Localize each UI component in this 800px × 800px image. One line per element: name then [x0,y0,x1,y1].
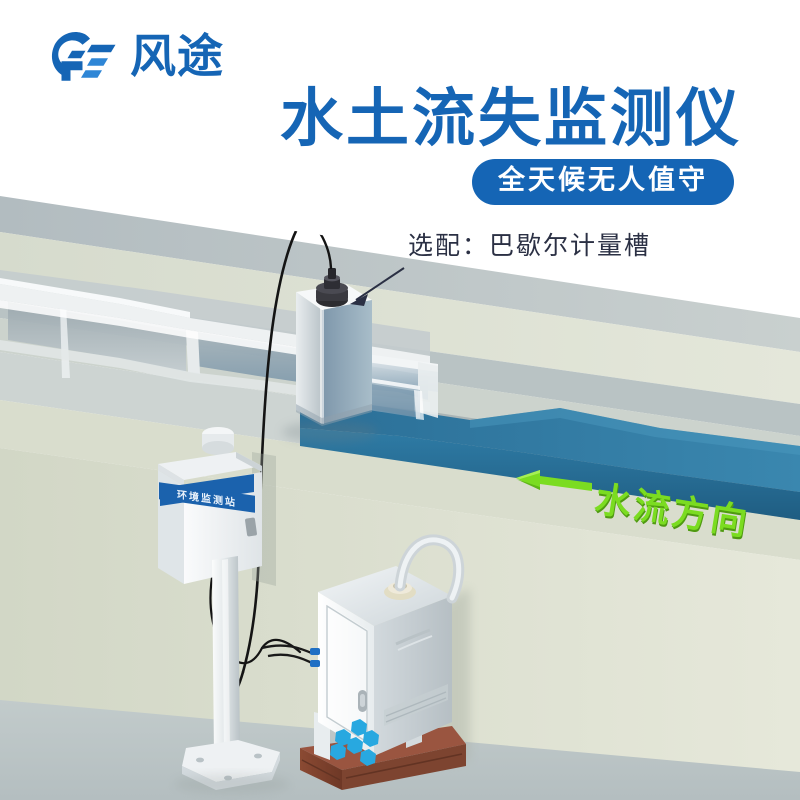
annotation-leader-line [350,267,405,306]
ultrasonic-sensor-icon [316,268,348,307]
sensor-pillar [282,284,378,443]
connector-cables [261,644,320,667]
rain-sensor-cylinder [202,427,234,455]
water-channel [300,392,800,520]
hexagon-cluster-icon [330,719,379,766]
annotation-flume-option: 选配：巴歇尔计量槽 [408,231,652,260]
support-pole [174,556,290,794]
instrument-cabinet [300,534,470,790]
left-arrow-icon [516,470,592,491]
